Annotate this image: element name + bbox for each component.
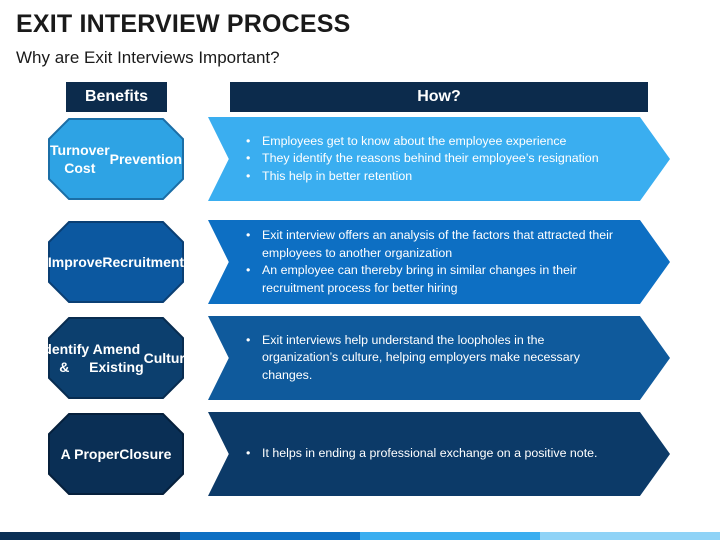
octagon-shape-fill [48,413,184,495]
benefit-label-line: Closure [119,446,172,462]
bottom-bar-segment [360,532,540,540]
benefit-octagon: Turnover Cost Prevention [47,117,185,201]
how-bullet: This help in better retention [246,168,616,186]
benefit-label-line: Prevention [109,151,182,167]
how-bullet: Exit interview offers an analysis of the… [246,227,616,262]
benefit-label-line: Culture [143,350,193,366]
how-panel: Exit interviews help understand the loop… [208,316,670,400]
octagon-shape-fill [48,118,184,200]
benefit-octagon: A Proper Closure [47,412,185,496]
how-panel: Exit interview offers an analysis of the… [208,220,670,304]
bottom-bar-segment [180,532,360,540]
how-bullet-list: Employees get to know about the employee… [246,117,616,201]
octagon-shape [48,413,184,495]
benefit-label-line: A Proper [60,446,120,462]
octagon-shape [48,221,184,303]
slide-title: EXIT INTERVIEW PROCESS [16,10,351,38]
how-bullet: Employees get to know about the employee… [246,133,616,151]
benefit-label: Turnover Cost Prevention [50,117,182,201]
how-header: How? [230,82,648,112]
row-a-proper-closure: A Proper Closure It helps in ending a pr… [0,412,720,496]
bottom-bar-segment [540,532,720,540]
how-bullet: An employee can thereby bring in similar… [246,262,616,297]
bottom-bar-segment [0,532,180,540]
octagon-shape [48,118,184,200]
how-bullet: It helps in ending a professional exchan… [246,445,616,463]
octagon-shape-fill [48,221,184,303]
row-identify-amend-culture: Identify & Amend Existing Culture Exit i… [0,316,720,400]
benefits-header: Benefits [66,82,167,112]
how-bullet: Exit interviews help understand the loop… [246,332,616,385]
octagon-shape-fill [48,317,184,399]
how-bullet-list: Exit interview offers an analysis of the… [246,220,616,304]
how-bullet: They identify the reasons behind their e… [246,150,616,168]
how-panel: It helps in ending a professional exchan… [208,412,670,496]
octagon-shape [48,317,184,399]
slide-subtitle: Why are Exit Interviews Important? [16,48,280,67]
how-panel: Employees get to know about the employee… [208,117,670,201]
row-improve-recruitment: Improve Recruitment Exit interview offer… [0,220,720,304]
benefit-label-line: Amend Existing [89,341,144,375]
how-bullet-list: It helps in ending a professional exchan… [246,412,616,496]
benefit-label: Identify & Amend Existing Culture [39,316,192,400]
row-turnover-cost-prevention: Turnover Cost Prevention Employees get t… [0,117,720,201]
benefit-label: A Proper Closure [57,412,175,496]
benefit-octagon: Improve Recruitment [47,220,185,304]
benefit-octagon: Identify & Amend Existing Culture [39,316,193,400]
benefit-label-line: Recruitment [102,254,185,270]
how-bullet-list: Exit interviews help understand the loop… [246,316,616,400]
benefit-label-line: Turnover Cost [50,142,110,176]
benefit-label-line: Improve [47,254,103,270]
benefit-label-line: Identify & [39,341,90,375]
bottom-color-bar [0,532,720,540]
benefit-label: Improve Recruitment [48,220,184,304]
